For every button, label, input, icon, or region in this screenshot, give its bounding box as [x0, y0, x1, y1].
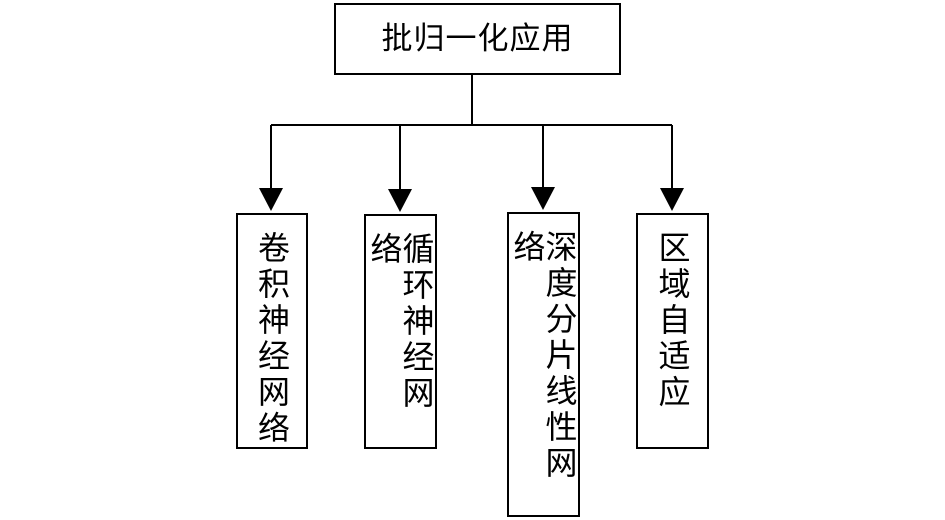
child-node-label: 循环神经网络: [365, 232, 436, 412]
arrowhead-cnn: [259, 188, 283, 211]
child-node-domain-adaptation: 区域自适应: [636, 213, 709, 449]
child-node-cnn: 卷积神经网络: [236, 213, 308, 449]
child-node-deep-piecewise-linear: 深度分片线性网络: [507, 212, 580, 517]
child-node-label: 区域自适应: [653, 231, 692, 411]
child-node-label: 深度分片线性网络: [508, 230, 579, 482]
arrowhead-rnn: [388, 189, 412, 212]
child-node-rnn: 循环神经网络: [364, 214, 437, 449]
arrowhead-domain-adaptation: [660, 188, 684, 211]
root-node-label: 批归一化应用: [381, 20, 574, 57]
child-node-label: 卷积神经网络: [253, 231, 291, 447]
root-node: 批归一化应用: [334, 3, 621, 75]
arrowhead-deep-piecewise: [531, 187, 555, 210]
